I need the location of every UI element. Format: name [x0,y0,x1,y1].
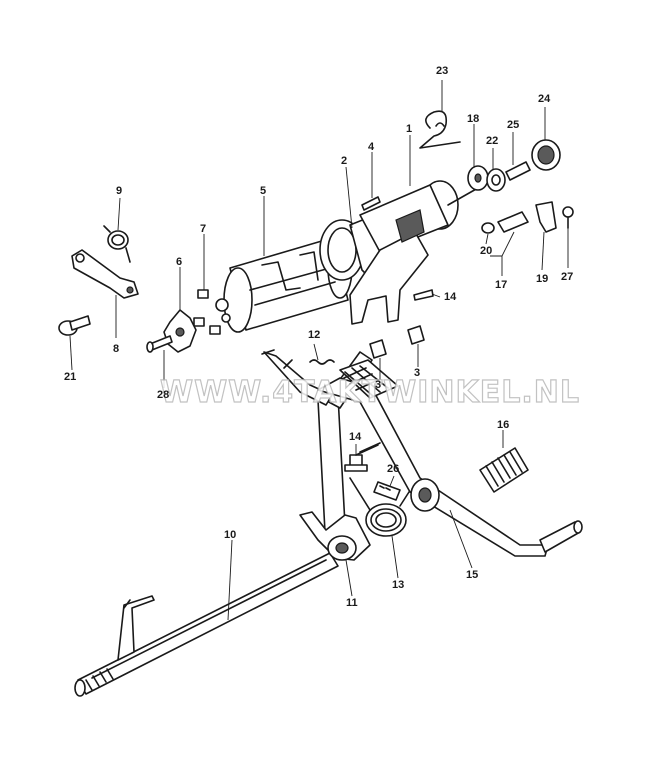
part-label-19: 19 [536,273,548,285]
gearshift-spindle [74,552,339,697]
part-label-22: 22 [486,135,498,147]
contact-plate [535,201,557,233]
part-label-17: 17 [495,279,507,291]
part-label-23: 23 [436,65,448,77]
part-label-3-right: 3 [414,367,420,379]
part-label-12: 12 [308,329,320,341]
guide-pin-14 [413,289,434,301]
stopper-bolt [373,481,401,501]
stopper-arm-assembly [71,225,139,299]
part-label-11: 11 [346,597,358,609]
part-label-14-lower: 14 [349,431,362,443]
part-label-6: 6 [176,256,182,268]
gearshift-drum [215,237,353,333]
spring-pin-bolt [344,442,381,472]
contact-screw [562,206,574,229]
part-number-labels: 23 1 18 22 25 24 2 4 5 7 6 9 8 21 28 14 … [64,65,573,609]
part-label-21: 21 [64,371,76,383]
part-label-1: 1 [406,123,412,135]
part-label-5: 5 [260,185,266,197]
change-pedal [317,359,583,557]
pedal-rubber [479,447,529,493]
part-label-3-left: 3 [375,379,381,391]
part-label-18: 18 [467,113,479,125]
part-label-9: 9 [116,185,122,197]
part-label-8: 8 [113,343,119,355]
watermark-text: WWW.4TAKTWINKEL.NL [160,375,580,410]
part-label-7: 7 [200,223,206,235]
part-label-20: 20 [480,245,492,257]
part-label-24: 24 [538,93,551,105]
part-label-10: 10 [224,529,236,541]
drum-pins [193,289,221,335]
plate-screw [146,335,173,353]
stopper-spring [419,110,461,149]
part-label-16: 16 [497,419,509,431]
washers [467,165,506,192]
shift-fork [349,180,479,325]
part-label-28: 28 [157,389,169,401]
leader-lines [69,80,569,621]
part-label-4: 4 [368,141,375,153]
drum-stopper-plate [163,309,197,353]
part-label-26: 26 [387,463,399,475]
part-label-27: 27 [561,271,573,283]
neutral-switch-cap [531,139,561,171]
guide-pin-4 [361,196,381,211]
part-label-2: 2 [341,155,347,167]
guide-rollers [369,325,425,359]
part-label-15: 15 [466,569,478,581]
neutral-bolt [505,161,531,181]
part-label-13: 13 [392,579,404,591]
ratchet-spring [309,359,335,365]
part-label-14-upper: 14 [444,291,457,303]
neutral-switch-bolt [481,211,529,234]
part-label-25: 25 [507,119,519,131]
stopper-arm-bolt [58,315,91,336]
